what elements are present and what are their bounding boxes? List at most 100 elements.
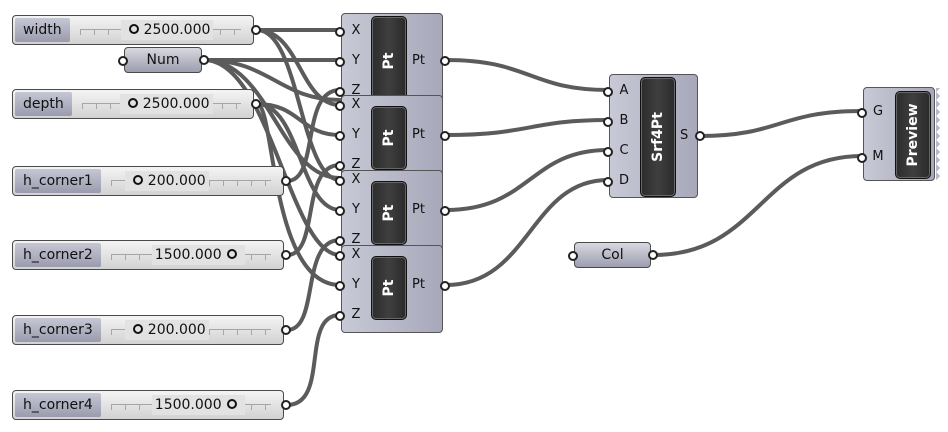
input-grip[interactable] xyxy=(568,251,578,261)
slider-track[interactable]: 1500.000 xyxy=(107,243,275,267)
wire-pt3-srf-c[interactable] xyxy=(444,148,610,212)
wire-depth-pt3-y[interactable] xyxy=(255,102,342,212)
output-grip[interactable] xyxy=(199,55,209,65)
output-grip[interactable] xyxy=(281,250,291,260)
input-z[interactable]: Z xyxy=(351,307,361,322)
input-a[interactable]: A xyxy=(619,83,629,98)
num-param[interactable]: Num xyxy=(118,47,209,73)
output-pt[interactable]: Pt xyxy=(412,53,425,68)
input-grip-x[interactable] xyxy=(335,176,345,186)
wire-pt4-srf-d[interactable] xyxy=(444,178,610,287)
input-g[interactable]: G xyxy=(872,104,884,119)
pt-component-1[interactable]: X Y Z Pt Pt xyxy=(335,13,450,107)
input-b[interactable]: B xyxy=(619,113,629,128)
wire-hc3-pt3-z[interactable] xyxy=(285,238,342,332)
input-c[interactable]: C xyxy=(619,143,629,158)
input-grip-z[interactable] xyxy=(335,87,345,97)
wire-hc4-pt4-z[interactable] xyxy=(285,313,342,407)
input-grip-z[interactable] xyxy=(335,161,345,171)
slider-depth[interactable]: depth 2500.000 xyxy=(12,89,261,119)
slider-h-corner1[interactable]: h_corner1 200.000 xyxy=(12,166,291,196)
pt-component-4[interactable]: X Y Z Pt Pt xyxy=(335,245,450,333)
input-grip-x[interactable] xyxy=(335,101,345,111)
slider-knob[interactable] xyxy=(226,399,237,409)
slider-knob[interactable] xyxy=(132,324,143,334)
input-y[interactable]: Y xyxy=(352,277,360,292)
slider-h-corner4[interactable]: h_corner4 1500.000 xyxy=(12,390,291,420)
input-grip-z[interactable] xyxy=(335,236,345,246)
srf4pt-component[interactable]: A B C D Srf4Pt S xyxy=(603,74,705,198)
output-grip[interactable] xyxy=(251,99,261,109)
output-pt[interactable]: Pt xyxy=(412,127,425,142)
output-grip[interactable] xyxy=(281,400,291,410)
input-grip-c[interactable] xyxy=(603,147,613,157)
slider-track[interactable]: 1500.000 xyxy=(107,393,275,417)
input-y[interactable]: Y xyxy=(352,53,360,68)
preview-component[interactable]: G M Preview xyxy=(857,87,940,181)
input-grip-y[interactable] xyxy=(335,206,345,216)
pt-core[interactable]: Pt xyxy=(371,106,407,170)
input-grip-y[interactable] xyxy=(335,281,345,291)
slider-track[interactable]: 200.000 xyxy=(107,169,275,193)
input-grip-g[interactable] xyxy=(857,108,867,118)
pt-core[interactable]: Pt xyxy=(371,16,407,106)
input-grip-x[interactable] xyxy=(335,27,345,37)
input-grip-y[interactable] xyxy=(335,57,345,67)
input-m[interactable]: M xyxy=(872,149,884,164)
col-param[interactable]: Col xyxy=(568,242,658,268)
slider-h-corner2[interactable]: h_corner2 1500.000 xyxy=(12,240,291,270)
pt-core[interactable]: Pt xyxy=(371,256,407,320)
input-x[interactable]: X xyxy=(351,247,361,262)
input-d[interactable]: D xyxy=(618,173,629,188)
input-z[interactable]: Z xyxy=(351,232,361,247)
pt-component-3[interactable]: X Y Z Pt Pt xyxy=(335,170,450,256)
slider-track[interactable]: 200.000 xyxy=(107,318,275,342)
input-grip-x[interactable] xyxy=(335,251,345,261)
wire-width-pt3-x[interactable] xyxy=(255,28,342,182)
pt-component-2[interactable]: X Y Z Pt Pt xyxy=(335,95,450,181)
input-grip-m[interactable] xyxy=(857,153,867,163)
slider-width[interactable]: width 2500.000 xyxy=(12,15,261,45)
slider-h-corner3[interactable]: h_corner3 200.000 xyxy=(12,315,291,345)
output-grip[interactable] xyxy=(695,131,705,141)
input-x[interactable]: X xyxy=(351,23,361,38)
wire-num-pt4-x[interactable] xyxy=(202,58,342,257)
input-grip[interactable] xyxy=(118,56,128,66)
wire-pt1-srf-a[interactable] xyxy=(444,58,610,92)
input-grip-d[interactable] xyxy=(603,177,613,187)
input-z[interactable]: Z xyxy=(351,157,361,172)
output-pt[interactable]: Pt xyxy=(412,202,425,217)
output-grip[interactable] xyxy=(251,25,261,35)
preview-core[interactable]: Preview xyxy=(895,91,931,179)
output-grip[interactable] xyxy=(440,56,450,66)
wire-num-pt3-x[interactable] xyxy=(202,58,342,180)
output-pt[interactable]: Pt xyxy=(412,277,425,292)
output-grip[interactable] xyxy=(440,281,450,291)
output-grip[interactable] xyxy=(440,131,450,141)
slider-knob[interactable] xyxy=(127,98,138,108)
output-grip[interactable] xyxy=(648,250,658,260)
pt-core[interactable]: Pt xyxy=(371,181,407,245)
output-grip[interactable] xyxy=(440,206,450,216)
slider-knob[interactable] xyxy=(226,249,237,259)
wire-hc1-pt1-z[interactable] xyxy=(285,88,342,183)
input-x[interactable]: X xyxy=(351,97,361,112)
slider-track[interactable]: 2500.000 xyxy=(76,18,245,42)
slider-knob[interactable] xyxy=(128,24,139,34)
srf4pt-core[interactable]: Srf4Pt xyxy=(640,77,676,197)
input-grip-z[interactable] xyxy=(335,311,345,321)
input-x[interactable]: X xyxy=(351,172,361,187)
wire-srf-preview-g[interactable] xyxy=(698,109,864,138)
input-grip-b[interactable] xyxy=(603,117,613,127)
output-s[interactable]: S xyxy=(680,128,689,143)
slider-track[interactable]: 2500.000 xyxy=(78,92,245,116)
slider-knob[interactable] xyxy=(132,175,143,185)
input-grip-a[interactable] xyxy=(603,87,613,97)
wire-col-preview-m[interactable] xyxy=(651,154,864,257)
input-z[interactable]: Z xyxy=(351,83,361,98)
wire-hc2-pt2-z[interactable] xyxy=(285,163,342,257)
input-grip-y[interactable] xyxy=(335,131,345,141)
output-grip[interactable] xyxy=(281,325,291,335)
wire-pt2-srf-b[interactable] xyxy=(444,118,610,137)
input-y[interactable]: Y xyxy=(352,202,360,217)
